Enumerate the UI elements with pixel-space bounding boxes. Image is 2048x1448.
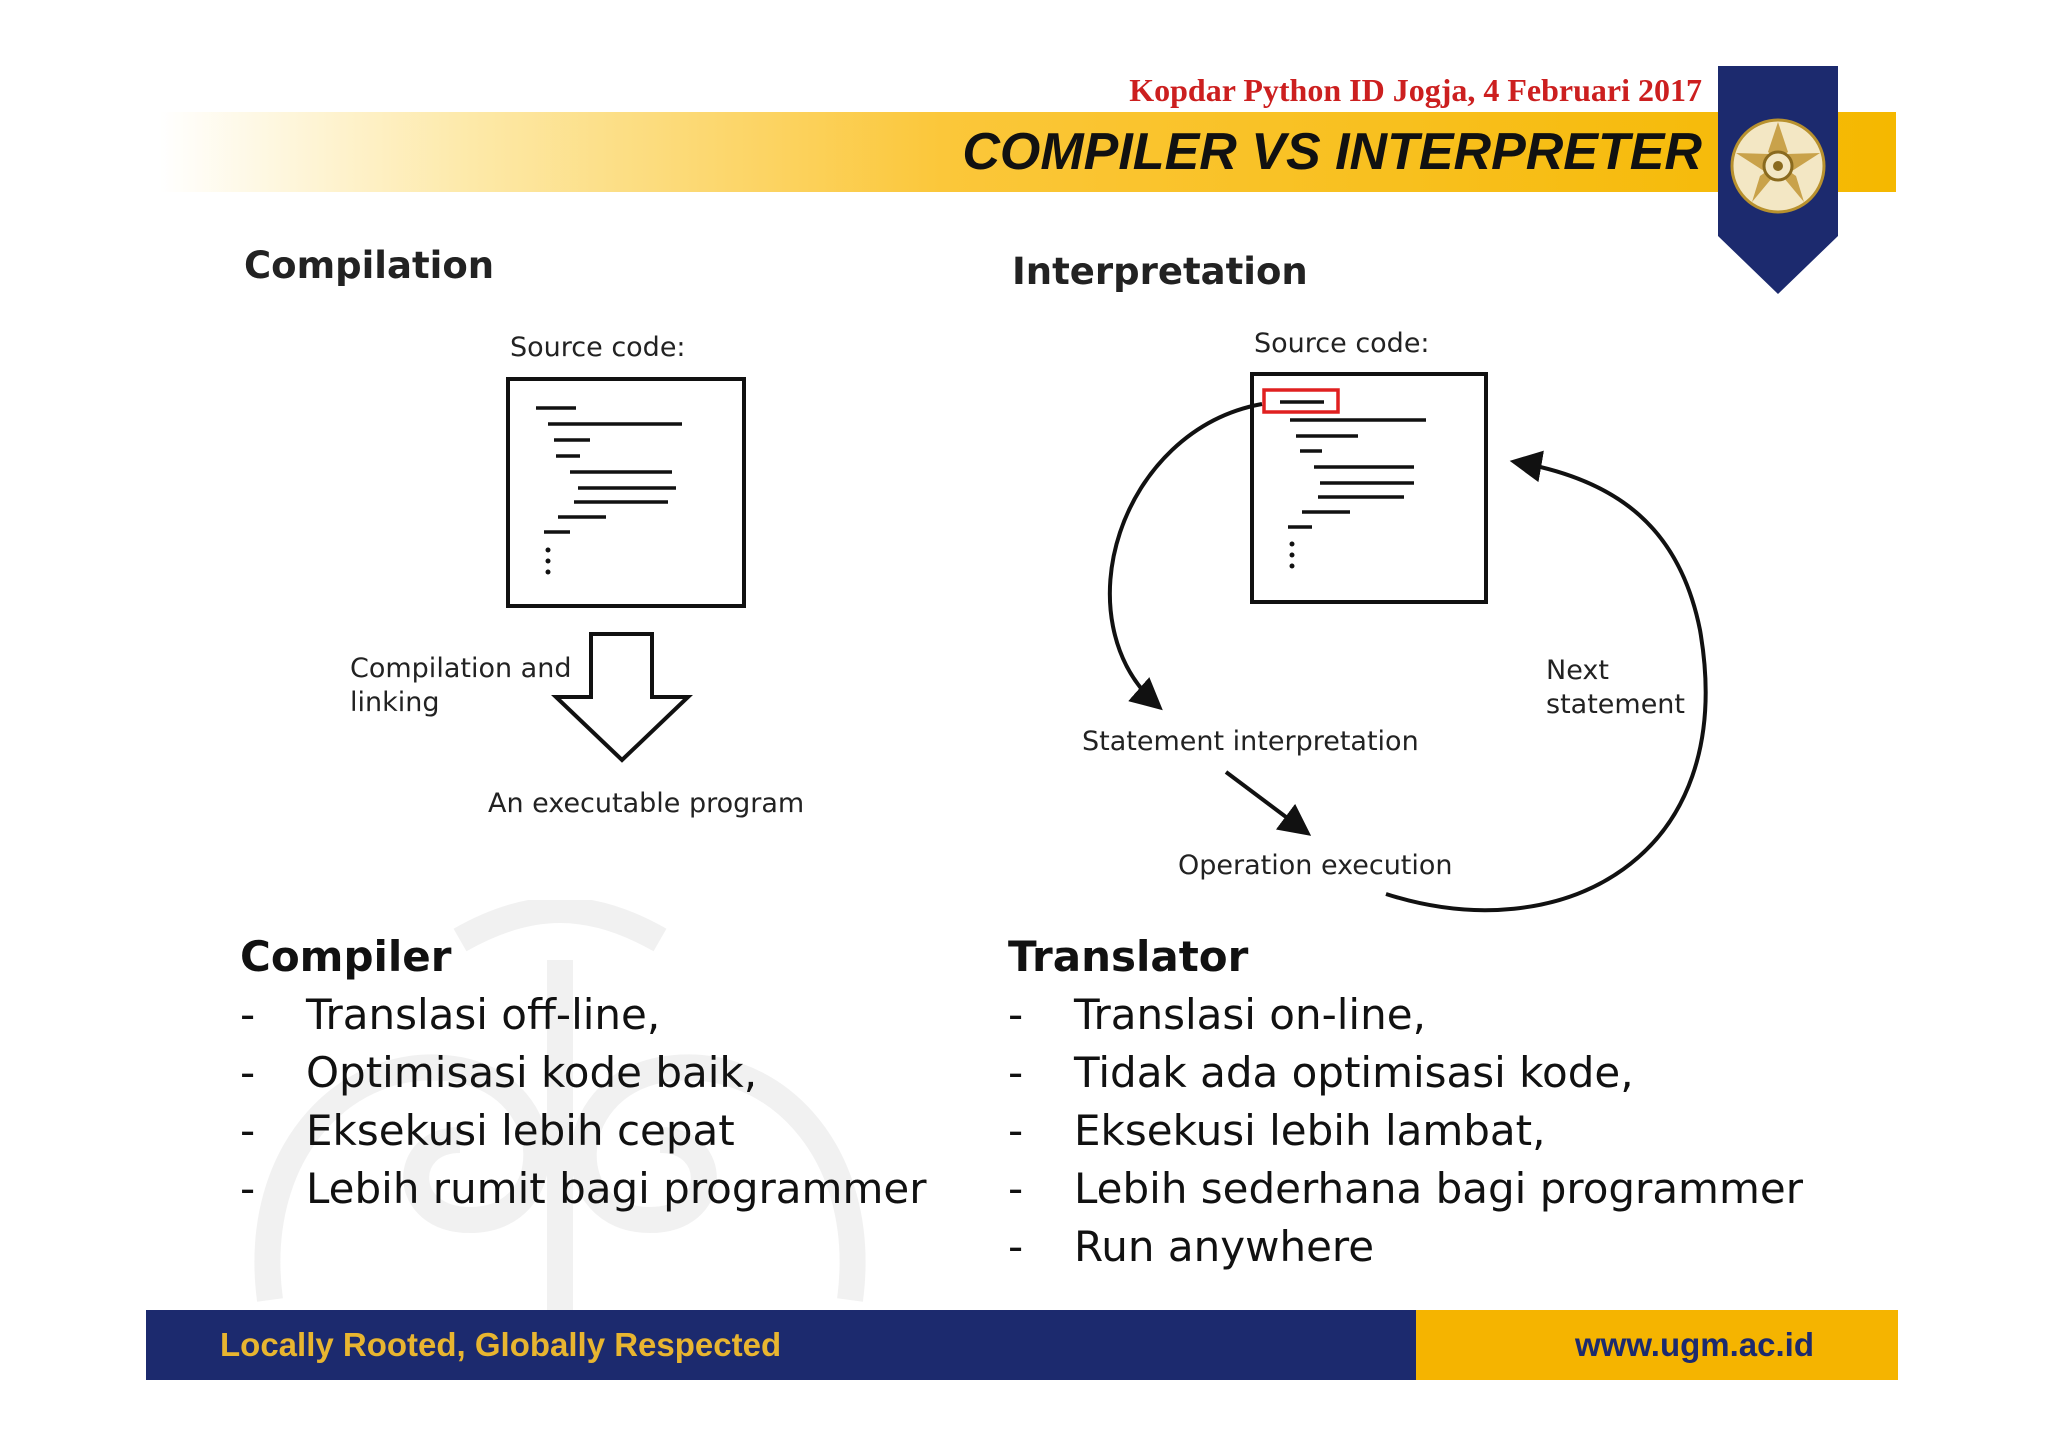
compilation-source-label: Source code:: [510, 332, 686, 363]
translator-list-title: Translator: [1008, 932, 1249, 981]
arrow-next-statement: [1385, 450, 1708, 913]
arrow-to-operation-execution: [1224, 770, 1312, 836]
list-item: -Lebih rumit bagi programmer: [240, 1164, 927, 1213]
emblem-icon: [1730, 118, 1826, 214]
event-subtitle: Kopdar Python ID Jogja, 4 Februari 2017: [1129, 72, 1702, 108]
footer-left: Locally Rooted, Globally Respected: [146, 1310, 1416, 1380]
header-gold-bar: [160, 112, 1896, 192]
footer-right: www.ugm.ac.id: [1416, 1310, 1898, 1380]
interpretation-source-label: Source code:: [1254, 328, 1430, 359]
footer-url: www.ugm.ac.id: [1575, 1326, 1814, 1363]
translator-list: Translator -Translasi on-line, -Tidak ad…: [1008, 928, 1803, 1276]
slide-title: COMPILER VS INTERPRETER: [962, 123, 1702, 181]
list-item: -Translasi on-line,: [1008, 990, 1426, 1039]
list-item: -Run anywhere: [1008, 1222, 1375, 1271]
footer-tagline: Locally Rooted, Globally Respected: [220, 1326, 782, 1363]
list-item: -Lebih sederhana bagi programmer: [1008, 1164, 1803, 1213]
compilation-down-arrow: [551, 632, 693, 763]
university-emblem-badge: [1718, 66, 1838, 294]
footer-bar: Locally Rooted, Globally Respected www.u…: [146, 1310, 1898, 1380]
compiler-list: Compiler -Translasi off-line, -Optimisas…: [240, 928, 926, 1218]
list-item: -Eksekusi lebih lambat,: [1008, 1106, 1546, 1155]
background-ornament: [254, 900, 866, 1320]
list-item: -Translasi off-line,: [240, 990, 661, 1039]
statement-interpretation-label: Statement interpretation: [1082, 726, 1419, 757]
list-item: -Tidak ada optimisasi kode,: [1008, 1048, 1634, 1097]
list-item: -Eksekusi lebih cepat: [240, 1106, 735, 1155]
next-statement-label: Next statement: [1546, 655, 1686, 720]
list-item: -Optimisasi kode baik,: [240, 1048, 758, 1097]
compilation-title: Compilation: [244, 244, 495, 287]
interpretation-title: Interpretation: [1012, 250, 1308, 293]
compiler-list-title: Compiler: [240, 932, 452, 981]
arrow-to-statement-interpretation: [1107, 402, 1263, 711]
interpretation-source-box: [1250, 372, 1488, 604]
compilation-step-label: Compilation and linking: [350, 653, 572, 718]
operation-execution-label: Operation execution: [1178, 850, 1453, 881]
executable-program-label: An executable program: [488, 788, 805, 819]
compilation-source-box: [506, 377, 746, 608]
